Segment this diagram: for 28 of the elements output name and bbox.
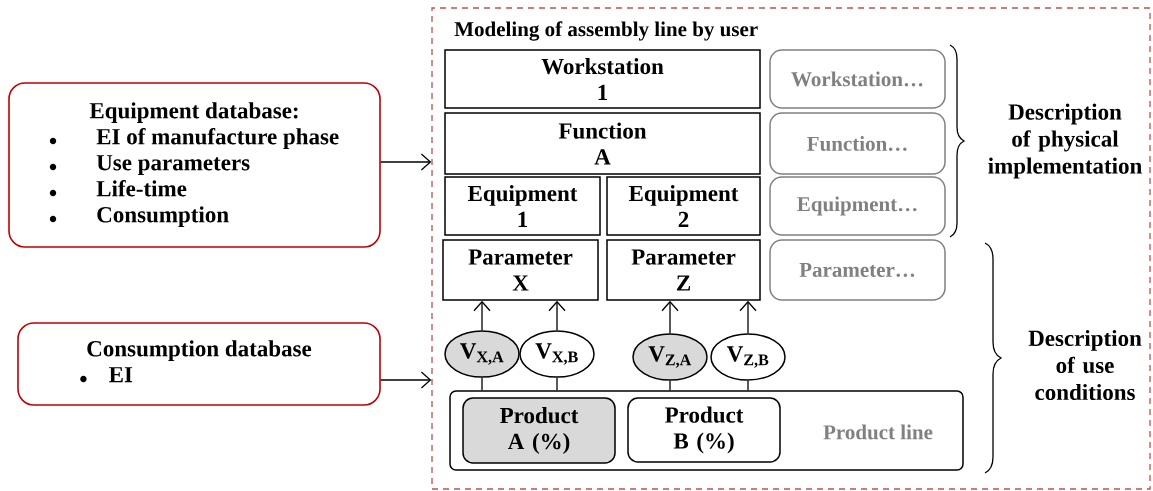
process-box: Equipment 1 bbox=[444, 176, 601, 236]
faded-box: Workstation… bbox=[769, 49, 946, 109]
database-box: Equipment database: EI of manufacture phase Use parameters Life-time Consumption bbox=[8, 82, 381, 248]
row-label: Product line bbox=[823, 424, 933, 440]
process-box: Parameter Z bbox=[606, 239, 761, 301]
faded-box: Function… bbox=[769, 112, 946, 175]
frame-title: Modeling of assembly line by user bbox=[454, 21, 758, 41]
arrow bbox=[380, 371, 432, 389]
arrow bbox=[739, 300, 757, 334]
faded-box: Parameter… bbox=[769, 239, 946, 301]
product-box: Product B (%) bbox=[627, 397, 781, 463]
connector-line bbox=[556, 377, 558, 391]
database-box: Consumption database EI bbox=[17, 322, 381, 406]
arrow bbox=[661, 300, 679, 334]
process-box: Parameter X bbox=[442, 239, 599, 301]
faded-box: Equipment… bbox=[769, 176, 946, 236]
connector-line bbox=[669, 380, 671, 391]
process-box: Workstation 1 bbox=[444, 49, 761, 109]
arrow bbox=[380, 153, 432, 171]
connector-line bbox=[481, 377, 483, 391]
brace-label: Description of physical implementation bbox=[988, 103, 1142, 179]
process-box: Equipment 2 bbox=[606, 176, 761, 236]
connector-line bbox=[747, 380, 749, 391]
product-box: Product A (%) bbox=[462, 397, 616, 464]
arrow bbox=[473, 300, 491, 331]
arrow bbox=[548, 300, 566, 331]
brace-label: Description of use conditions bbox=[1028, 329, 1142, 401]
process-box: Function A bbox=[444, 112, 761, 175]
